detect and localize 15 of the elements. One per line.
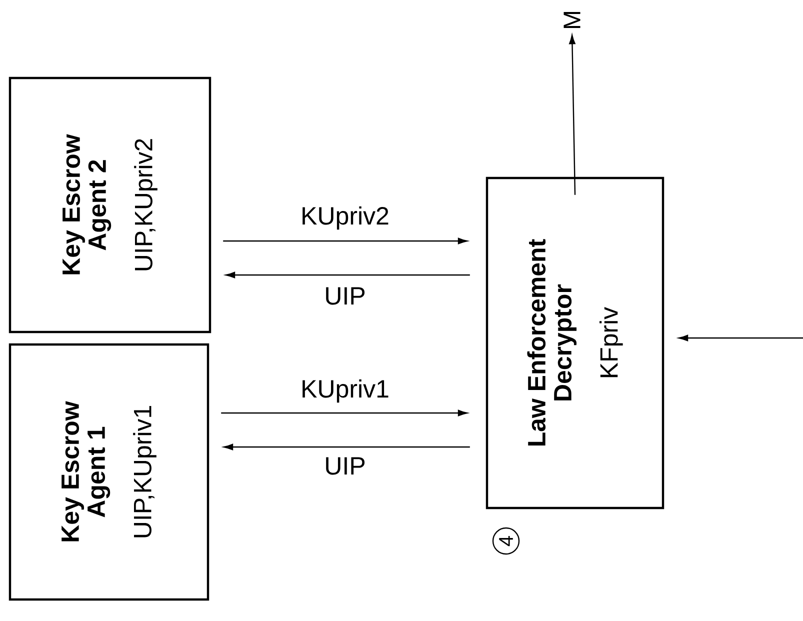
- arrow: [223, 238, 468, 244]
- decryptor-box: Law Enforcement Decryptor KFpriv: [486, 176, 664, 510]
- arrow: [224, 444, 470, 450]
- arrow: [221, 410, 468, 416]
- agent-box: Key Escrow Agent 1 UIP,KUpriv1: [8, 343, 210, 601]
- signal-label: M: [564, 12, 580, 28]
- edge-label: KUpriv1: [300, 378, 390, 404]
- edge-label: UIP: [323, 286, 367, 306]
- callout-number: 4: [492, 527, 520, 555]
- arrow: [678, 334, 803, 342]
- arrow: [569, 34, 576, 195]
- agent-box: Key Escrow Agent 2 UIP,KUpriv2: [8, 76, 212, 334]
- arrow: [226, 272, 470, 278]
- edge-label: KUpriv2: [300, 205, 390, 231]
- edge-label: UIP: [323, 456, 367, 476]
